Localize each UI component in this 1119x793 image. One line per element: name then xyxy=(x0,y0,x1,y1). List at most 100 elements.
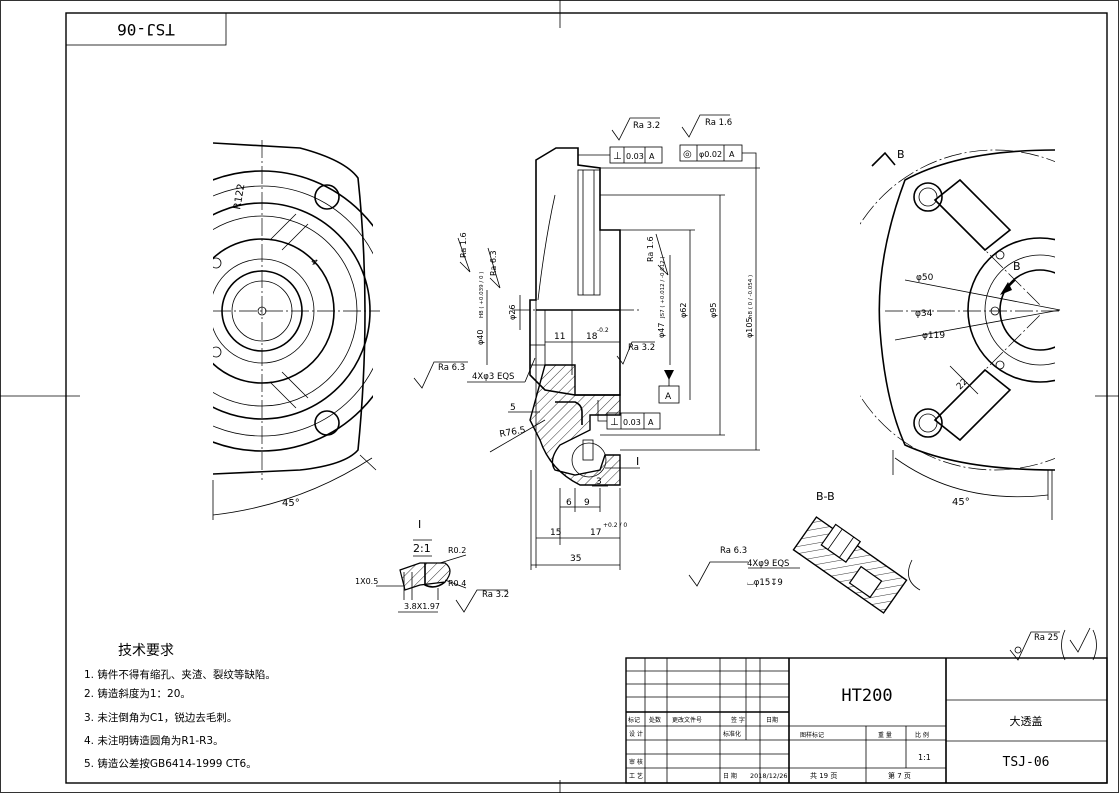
dim-5: 5 xyxy=(510,403,516,413)
dim-phi40-fit: H8 ( +0.039 / 0 ) xyxy=(479,272,485,318)
dim-9: 9 xyxy=(584,498,590,508)
title-block: 标记 处数 更改文件号 签 字 日期 设 计 标准化 审 核 工 艺 日 期 2… xyxy=(625,657,1108,784)
detail-scale: 2:1 xyxy=(413,542,431,555)
perp-top-value: 0.03 xyxy=(626,152,644,161)
dim-phi47-fit: JS7 ( +0.012 / -0.012 ) xyxy=(660,256,666,319)
dim-11: 11 xyxy=(554,332,565,342)
tb-check: 审 核 xyxy=(629,758,643,766)
detail-mark: I xyxy=(636,455,639,468)
corner-code: TSJ-06 xyxy=(117,20,175,39)
concentric-value: φ0.02 xyxy=(699,150,722,159)
tb-sheets-total: 共 19 页 xyxy=(810,771,837,780)
ra-mid: Ra 3.2 xyxy=(628,343,655,353)
dim-phi34: φ34 xyxy=(915,309,933,319)
concentric-symbol: ◎ xyxy=(683,149,692,160)
angle-left: 45° xyxy=(282,498,300,509)
tb-material: HT200 xyxy=(841,686,892,706)
dim-r122: R122 xyxy=(232,183,247,211)
ra-general: Ra 25 xyxy=(1034,633,1058,643)
dim-phi47: φ47 xyxy=(657,323,666,338)
tech-req-item-3: 3. 未注倒角为C1，锐边去毛刺。 xyxy=(84,711,237,724)
bb-cbore: ⌴φ15↧9 xyxy=(747,578,783,588)
tech-req-item-5: 5. 铸造公差按GB6414-1999 CT6。 xyxy=(84,757,257,770)
tech-req-item-1: 1. 铸件不得有缩孔、夹渣、裂纹等缺陷。 xyxy=(84,668,276,681)
tb-part-name: 大透盖 xyxy=(1010,714,1043,728)
perp-mid-datum: A xyxy=(648,418,654,427)
dim-4: 4 xyxy=(308,257,319,268)
left-view: 45° R122 4 xyxy=(212,140,380,520)
detail-groove: 3.8X1.97 xyxy=(404,602,440,611)
ra-hole: Ra 6.3 xyxy=(438,363,465,373)
dim-18: 18 xyxy=(586,332,598,342)
dim-22: 22 xyxy=(955,377,970,392)
dim-35: 35 xyxy=(570,554,581,564)
section-arrow-b-top: B xyxy=(897,148,905,161)
ra-detail: Ra 3.2 xyxy=(482,590,509,600)
note-holes-eqs: 4Xφ3 EQS xyxy=(472,372,514,382)
ra-left-a: Ra 1.6 xyxy=(459,232,468,258)
perp-mid-value: 0.03 xyxy=(623,418,641,427)
dim-17-tol: +0.2 / 0 xyxy=(603,522,627,529)
tb-hdr-date: 日期 xyxy=(766,716,778,724)
tech-req-item-4: 4. 未注明铸造圆角为R1-R3。 xyxy=(84,734,224,747)
perp-top-datum: A xyxy=(649,152,655,161)
tb-hdr-mark: 标记 xyxy=(628,716,640,724)
detail-r02: R0.2 xyxy=(448,546,466,555)
tb-drawing-no: TSJ-06 xyxy=(1003,755,1050,770)
section-bb: B-B Ra 6.3 4Xφ9 EQS ⌴φ15↧9 xyxy=(688,490,921,614)
datum-a-label: A xyxy=(665,392,672,402)
dim-phi105-fit: h8 ( 0 / -0.054 ) xyxy=(748,275,754,318)
section-view xyxy=(512,147,640,570)
tb-date: 2018/12/26 xyxy=(750,772,787,780)
tech-req-title: 技术要求 xyxy=(118,643,174,659)
dim-18-tol: -0.2 xyxy=(597,327,609,334)
dim-17: 17 xyxy=(590,528,601,538)
dim-phi62: φ62 xyxy=(679,303,688,318)
gdt-frames: ⊥ 0.03 A ◎ φ0.02 A ⊥ 0.03 A A xyxy=(578,144,757,430)
ra-top-right: Ra 1.6 xyxy=(705,118,732,128)
tech-req-item-2: 2. 铸造斜度为1：20。 xyxy=(84,687,191,700)
right-view: 45° φ50 φ34 φ119 22 B B xyxy=(860,148,1061,520)
ra-right-a: Ra 1.6 xyxy=(646,236,655,262)
tb-date-label: 日 期 xyxy=(723,772,737,780)
concentric-datum: A xyxy=(729,150,735,159)
surface-finish-marks: Ra 3.2 Ra 1.6 Ra 1.6 Ra 6.3 Ra 1.6 Ra 3.… xyxy=(413,114,732,389)
dim-phi105: φ105 xyxy=(745,317,754,338)
section-arrow-b-mid: B xyxy=(1013,260,1021,273)
dim-phi40: φ40 xyxy=(476,330,485,345)
general-roughness: Ra 25 xyxy=(1009,627,1097,661)
section-dimensions: 6 9 3 15 17 +0.2 / 0 35 11 18 -0.2 φ40 H… xyxy=(467,167,760,566)
tb-sheet-no: 第 7 页 xyxy=(888,771,911,780)
dim-r76-5: R76.5 xyxy=(499,426,527,440)
dim-15: 15 xyxy=(550,528,561,538)
tb-hdr-change: 更改文件号 xyxy=(672,716,702,724)
ra-left-b: Ra 6.3 xyxy=(489,250,498,276)
dim-phi95: φ95 xyxy=(709,303,718,318)
tb-scale: 1:1 xyxy=(918,753,931,762)
perp-mid-symbol: ⊥ xyxy=(610,417,619,428)
dim-6: 6 xyxy=(566,498,572,508)
dim-phi50: φ50 xyxy=(916,273,934,283)
tb-hdr-count: 处数 xyxy=(649,716,661,724)
inner-frame xyxy=(65,12,1108,784)
ra-top-left: Ra 3.2 xyxy=(633,121,660,131)
detail-chamfer: 1X0.5 xyxy=(355,577,378,586)
detail-r04: R0.4 xyxy=(448,579,466,588)
ra-bb-hole: Ra 6.3 xyxy=(720,546,747,556)
tb-scale-label: 比 例 xyxy=(915,731,929,739)
detail-label: I xyxy=(418,518,421,531)
tb-weight-label: 重 量 xyxy=(878,731,892,739)
tb-process: 工 艺 xyxy=(629,772,643,780)
dim-phi26: φ26 xyxy=(508,305,517,320)
tb-standard: 标准化 xyxy=(723,730,741,738)
tech-requirements: 技术要求 1. 铸件不得有缩孔、夹渣、裂纹等缺陷。 2. 铸造斜度为1：20。 … xyxy=(84,643,276,770)
tb-hdr-sign: 签 字 xyxy=(731,716,745,724)
bb-holes: 4Xφ9 EQS xyxy=(747,559,789,569)
tb-stage-label: 图样标记 xyxy=(800,731,824,739)
dim-phi119: φ119 xyxy=(922,331,945,341)
detail-view: I 2:1 3.8X1.97 1X0.5 R0.2 R0.4 Ra 3.2 xyxy=(355,518,509,613)
tb-design: 设 计 xyxy=(629,730,643,738)
dim-3: 3 xyxy=(596,477,602,487)
corner-code-box xyxy=(65,12,227,46)
